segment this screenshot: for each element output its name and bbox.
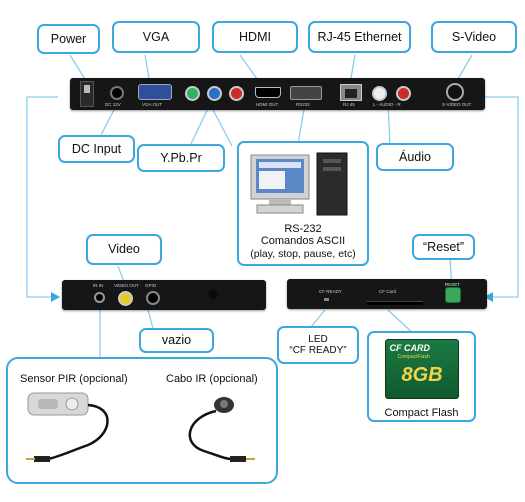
label-vga: VGA <box>112 21 200 53</box>
vga-port <box>138 84 172 100</box>
cf-card-label: CF Card <box>379 289 397 294</box>
svideo-port-label: S-VIDEO OUT <box>442 102 472 107</box>
power-switch[interactable] <box>80 81 94 107</box>
led-title: LED <box>308 333 328 345</box>
audio-left-port <box>372 86 387 101</box>
cf-ready-led <box>324 298 329 301</box>
player-front-panel-left: IR IN VIDEO OUT GPIO <box>62 280 266 310</box>
optional-sensors-panel: Sensor PIR (opcional) Cabo IR (opcional) <box>6 357 278 484</box>
label-rj45: RJ-45 Ethernet <box>308 21 411 53</box>
svideo-port <box>446 83 464 101</box>
hdmi-port <box>255 87 281 98</box>
video-out-port <box>118 291 133 306</box>
ir-cable-icon <box>188 397 255 462</box>
computer-icon <box>250 152 348 216</box>
rj45-port-label: RJ 45 <box>343 102 355 107</box>
ir-in-port <box>94 292 105 303</box>
label-video: Video <box>86 234 162 265</box>
screw-hole <box>208 289 218 299</box>
cf-ready-label: CF READY <box>319 289 342 294</box>
dc-port-label: DC 12V <box>105 102 121 107</box>
cf-card-brand: CF CARD <box>389 343 431 353</box>
player-front-panel-right: CF READY CF Card RESET <box>287 279 487 309</box>
audio-right-port <box>396 86 411 101</box>
rs232-subtitle: Comandos ASCII <box>260 235 346 248</box>
reset-button[interactable] <box>445 287 461 303</box>
vga-port-label: VGA OUT <box>142 102 163 107</box>
rs232-port <box>290 86 322 100</box>
ir-in-label: IR IN <box>93 283 104 288</box>
rs232-port-label: RS232 <box>296 102 310 107</box>
rj45-port <box>340 84 362 101</box>
label-svideo: S-Video <box>431 21 517 53</box>
cf-card-image: CF CARD CompactFlash 8GB <box>384 339 459 399</box>
video-out-label: VIDEO OUT <box>114 283 139 288</box>
pr-rca-port <box>229 86 244 101</box>
label-hdmi: HDMI <box>212 21 298 53</box>
label-power: Power <box>37 24 100 54</box>
led-subtitle: “CF READY” <box>289 345 347 356</box>
label-dc-input: DC Input <box>58 135 135 163</box>
dc-input-port <box>110 86 124 100</box>
player-back-panel: DC 12V VGA OUT HDMI OUT RS232 RJ 45 L - … <box>70 78 485 110</box>
audio-port-label: L - AUDIO - R <box>373 102 401 107</box>
rs232-commands: (play, stop, pause, etc) <box>250 247 356 260</box>
pb-rca-port <box>207 86 222 101</box>
cf-card-capacity: 8GB <box>401 364 443 386</box>
rs232-box: RS-232 Comandos ASCII (play, stop, pause… <box>237 141 369 266</box>
pir-sensor-icon <box>26 392 109 462</box>
rs232-title: RS-232 <box>284 222 322 235</box>
label-ypbpr: Y.Pb.Pr <box>137 144 225 172</box>
y-rca-port <box>185 86 200 101</box>
label-led: LED “CF READY” <box>277 326 359 364</box>
gpio-port <box>146 291 160 305</box>
sensor-illustrations <box>26 392 255 462</box>
compact-flash-box: CF CARD CompactFlash 8GB Compact Flash <box>367 331 476 422</box>
label-reset: “Reset” <box>412 234 475 260</box>
label-vazio: vazio <box>139 328 214 353</box>
reset-port-label: RESET <box>445 282 461 287</box>
hdmi-port-label: HDMI OUT <box>256 102 279 107</box>
pir-sensor-title: Sensor PIR (opcional) <box>20 373 128 385</box>
compact-flash-title: Compact Flash <box>384 407 459 419</box>
gpio-label: GPIO <box>145 283 157 288</box>
label-audio: Áudio <box>376 143 454 171</box>
cf-card-sub: CompactFlash <box>397 354 430 360</box>
ir-cable-title: Cabo IR (opcional) <box>166 373 258 385</box>
cf-card-slot <box>367 301 423 305</box>
